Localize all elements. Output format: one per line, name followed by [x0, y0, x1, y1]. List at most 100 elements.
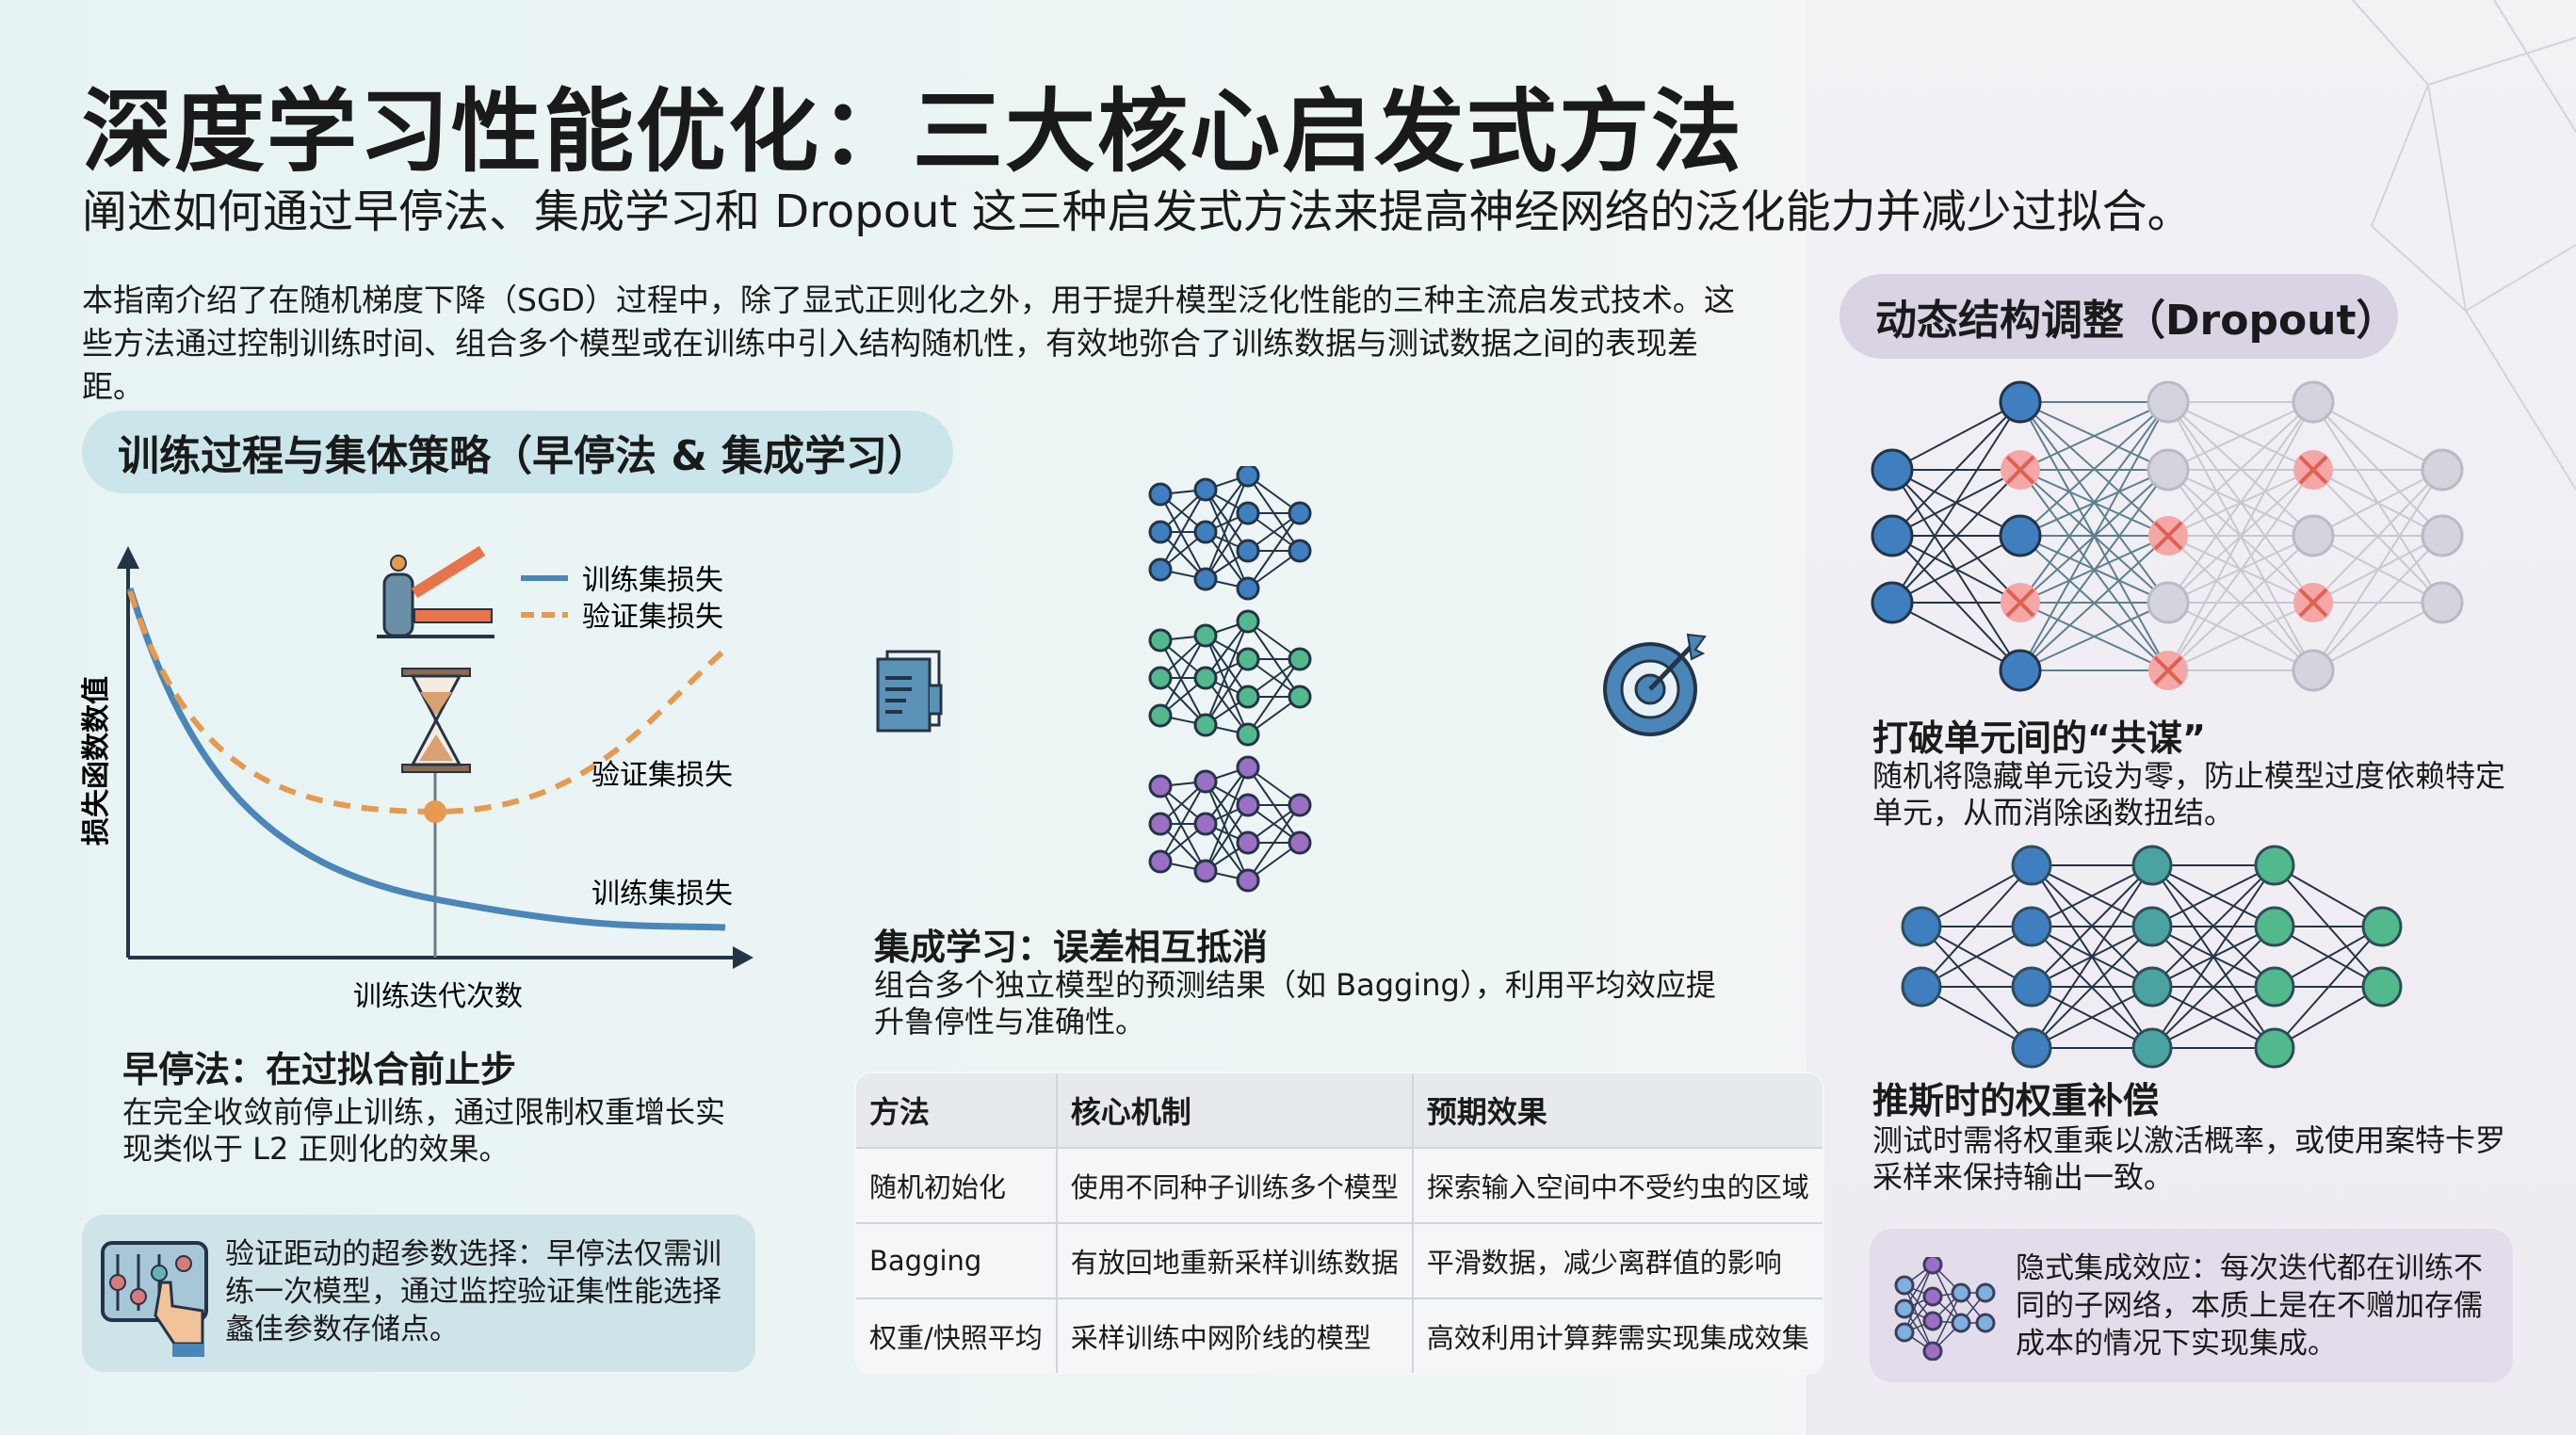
neuron — [2131, 966, 2173, 1008]
connection — [2019, 469, 2169, 671]
section-header-dropout: 动态结构调整（Dropout） — [1839, 274, 2398, 359]
neuron — [2011, 966, 2052, 1008]
connection — [2167, 602, 2314, 671]
connection — [2019, 401, 2169, 537]
neuron — [2421, 448, 2464, 492]
x-axis-arrow-icon — [733, 946, 753, 969]
dropout-network-diagram — [1871, 380, 2464, 692]
neuron — [1236, 576, 1260, 601]
neuron — [1975, 1313, 1996, 1333]
implicit-ensemble-callout: 隐式集成效应：每次迭代都在训练不同的子网络，本质上是在不赠加存儒成本的情况下实现… — [1870, 1229, 2513, 1382]
drop-x-icon — [2298, 455, 2328, 485]
neuron — [1951, 1282, 1971, 1303]
neuron — [1193, 477, 1218, 502]
neuron — [2292, 514, 2335, 557]
neuron — [1922, 1286, 1943, 1307]
neuron — [2254, 966, 2295, 1008]
connection — [2031, 926, 2153, 1049]
neuron — [1193, 666, 1218, 690]
drop-x-icon — [2298, 588, 2328, 618]
connection — [1205, 635, 1249, 698]
connection — [1891, 401, 2021, 471]
cell: 权重/快照平均 — [855, 1298, 1058, 1373]
connection — [2167, 401, 2314, 604]
neuron — [1193, 859, 1218, 883]
drop-x-icon — [2005, 455, 2035, 485]
connection — [1904, 1264, 1934, 1333]
connection — [1205, 489, 1249, 589]
dropout-heading-weight-scaling: 推斯时的权重补偿 — [1872, 1080, 2160, 1121]
early-stopping-text: 在完全收敛前停止训练，通过限制权重增长实现类似于 L2 正则化的效果。 — [122, 1094, 726, 1167]
neuron — [2131, 845, 2173, 886]
neuron — [1288, 793, 1312, 817]
document-icon — [876, 650, 943, 733]
connection — [2031, 986, 2153, 1049]
cell: 探索输入空间中不受约虫的区域 — [1411, 1147, 1823, 1224]
neuron — [1288, 830, 1312, 855]
geometric-decoration — [2352, 0, 2576, 491]
ensemble-heading: 集成学习：误差相互抵消 — [874, 927, 1269, 968]
connection — [2019, 401, 2169, 604]
section-header-training: 训练过程与集体策略（早停法 & 集成学习） — [82, 411, 953, 493]
neuron — [1288, 501, 1312, 525]
neuron — [1236, 647, 1260, 671]
connection — [1891, 469, 2021, 604]
connection — [1159, 639, 1207, 726]
neuron — [2254, 1027, 2295, 1069]
connection — [1159, 489, 1207, 571]
neuron — [1975, 1282, 1996, 1303]
neuron — [2292, 380, 2335, 424]
neuron — [1148, 557, 1173, 582]
table-row: 权重/快照平均采样训练中网阶线的模型高效利用计算葬需实现集成效集 — [855, 1298, 1823, 1373]
neuron — [1922, 1341, 1943, 1361]
neuron — [1236, 830, 1260, 855]
connection — [1904, 1284, 1934, 1352]
neuron — [1148, 849, 1173, 874]
neuron — [2421, 514, 2464, 557]
neuron — [1288, 685, 1312, 709]
connection — [2167, 401, 2314, 471]
neuron — [1193, 769, 1218, 794]
full-network-diagram — [1901, 845, 2403, 1069]
dropout-text-coadaptation: 随机将隐藏单元设为零，防止模型过度依赖特定单元，从而消除函数扭结。 — [1872, 758, 2506, 830]
val-curve-label: 验证集损失 — [591, 759, 733, 792]
connection — [1920, 864, 2033, 927]
table-row: 随机初始化使用不同种子训练多个模型探索输入空间中不受约虫的区域 — [855, 1147, 1823, 1224]
connection — [2312, 401, 2443, 471]
neuron — [2011, 1027, 2052, 1069]
connection — [2167, 535, 2314, 671]
connection — [2312, 469, 2443, 537]
neuron — [2421, 581, 2464, 624]
neuron — [2011, 845, 2052, 886]
dropout-text-weight-scaling: 测试时需将权重乘以激活概率，或使用案特卡罗采样来保持输出一致。 — [1872, 1122, 2506, 1195]
ensemble-methods-table: 方法 核心机制 预期效果 随机初始化使用不同种子训练多个模型探索输入空间中不受约… — [854, 1072, 1824, 1375]
neuron — [1894, 1298, 1915, 1319]
neuron — [1236, 755, 1260, 780]
connection — [1247, 658, 1301, 735]
cell: 采样训练中网阶线的模型 — [1055, 1298, 1414, 1373]
cell: Bagging — [855, 1222, 1058, 1299]
connection — [1205, 621, 1249, 726]
connection — [2019, 401, 2169, 671]
neuron — [1193, 567, 1218, 591]
connection — [1205, 781, 1249, 844]
neuron — [1148, 703, 1173, 728]
connection — [1205, 635, 1249, 735]
connection — [2019, 535, 2169, 671]
right-panel-background — [1806, 0, 2576, 1435]
neuron — [2147, 380, 2190, 424]
neuron — [1148, 812, 1173, 836]
connection — [2312, 469, 2443, 604]
connection — [1891, 401, 2021, 537]
neuron — [2361, 966, 2403, 1008]
neuron — [2131, 906, 2173, 947]
neuron — [1999, 514, 2042, 557]
connection — [1205, 475, 1249, 580]
neuron — [1236, 501, 1260, 525]
connection — [2274, 926, 2383, 988]
cell: 有放回地重新采样训练数据 — [1055, 1222, 1414, 1299]
neuron — [1148, 482, 1173, 507]
connection — [2312, 602, 2443, 671]
neuron — [1894, 1322, 1915, 1343]
